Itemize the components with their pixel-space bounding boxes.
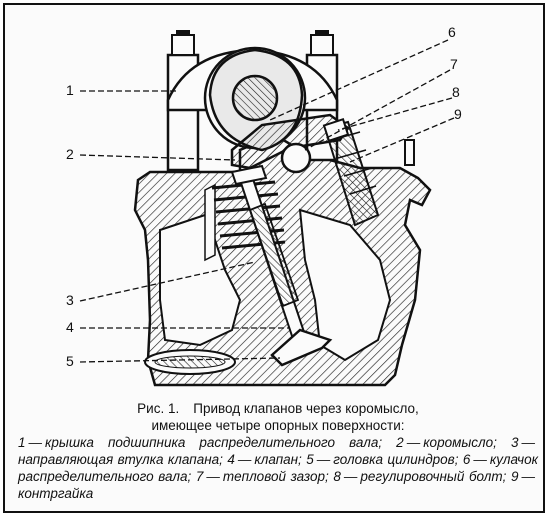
legend-item: 4—клапан; xyxy=(227,452,302,467)
callout-3: 3 xyxy=(66,292,74,308)
legend-item: 1—крышка подшипника распределительного в… xyxy=(18,435,383,450)
adjusting-bolt xyxy=(322,118,380,227)
leader-lines xyxy=(79,39,455,363)
figure-title: Привод клапанов через коромысло, xyxy=(193,401,419,416)
callout-6: 6 xyxy=(448,24,456,40)
legend-item: 5—головка цилиндров; xyxy=(306,452,459,467)
legend-item: 6—кулачок распределительного вала; xyxy=(18,452,538,484)
legend-item: 2—коромысло; xyxy=(396,435,497,450)
callout-5: 5 xyxy=(66,353,74,369)
figure-label: Рис. 1. xyxy=(137,401,180,416)
legend-item: 7—тепловой зазор; xyxy=(195,469,329,484)
callout-1: 1 xyxy=(66,82,74,98)
legend-item: 9—контргайка xyxy=(18,469,535,501)
figure-subtitle: имеющее четыре опорных поверхности: xyxy=(151,418,405,433)
caption-title: Рис. 1. Привод клапанов через коромысло, xyxy=(18,400,538,417)
callout-9: 9 xyxy=(454,106,462,122)
valve-assembly xyxy=(204,164,333,367)
callout-8: 8 xyxy=(452,84,460,100)
legend: 1—крышка подшипника распределительного в… xyxy=(18,434,538,502)
legend-item: 8—регулировочный болт; xyxy=(333,469,507,484)
callout-7: 7 xyxy=(450,56,458,72)
callout-4: 4 xyxy=(66,319,74,335)
valve-drive-drawing xyxy=(79,30,455,387)
legend-item: 3—направляющая втулка клапана; xyxy=(18,435,535,467)
figure-caption: Рис. 1.Привод клапанов через коромысло, … xyxy=(18,400,538,502)
callout-2: 2 xyxy=(66,146,74,162)
